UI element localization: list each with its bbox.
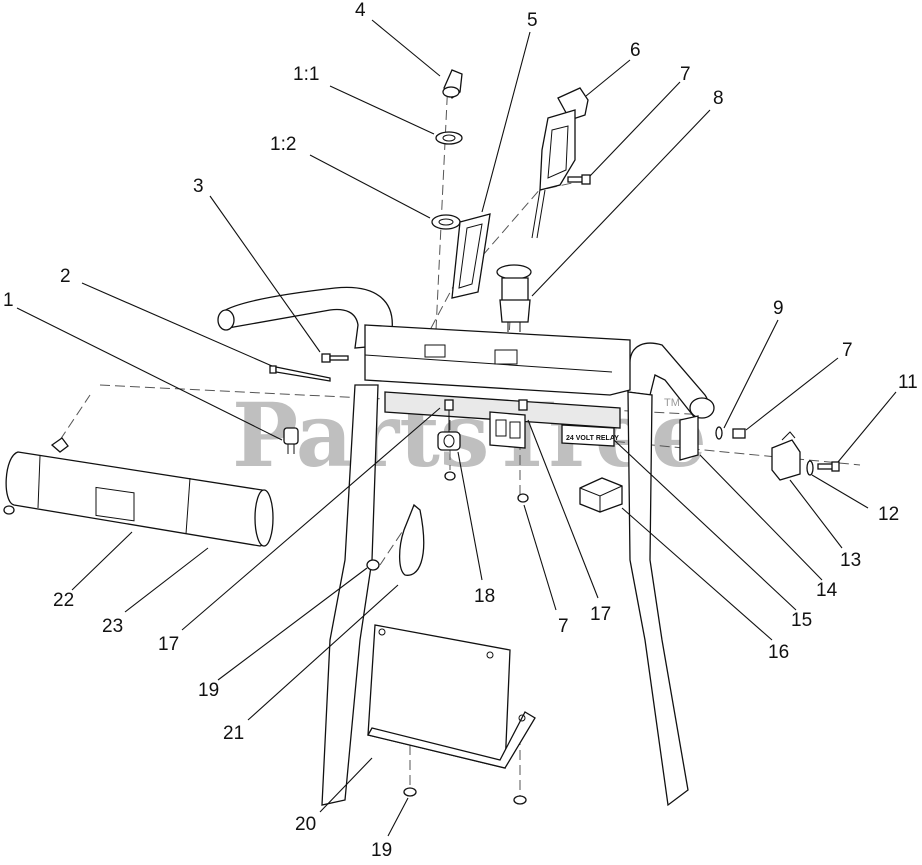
callout-9: 9 — [773, 298, 784, 319]
callout-19-mid: 19 — [198, 680, 219, 701]
part-muffler-tube — [3, 437, 274, 547]
part-screw-7-top — [567, 174, 591, 185]
callout-7-right: 7 — [842, 340, 853, 361]
part-bolt-7-right — [732, 428, 746, 439]
callout-1-1: 1:1 — [293, 64, 319, 85]
part-washer-1-1 — [435, 131, 463, 145]
callout-20: 20 — [295, 814, 316, 835]
callout-14: 14 — [816, 580, 838, 601]
part-bracket-13 — [771, 431, 801, 481]
callout-18: 18 — [474, 586, 495, 607]
callout-5: 5 — [527, 10, 538, 31]
callout-7-lower: 7 — [558, 616, 569, 637]
callout-15: 15 — [791, 610, 812, 631]
callout-7-top: 7 — [680, 64, 691, 85]
part-relay-plate: 24 VOLT RELAY — [561, 424, 619, 447]
leader-lines — [16, 19, 897, 837]
relay-label: 24 VOLT RELAY — [566, 435, 619, 442]
callout-17-right: 17 — [590, 604, 611, 625]
part-bolt-11 — [817, 461, 840, 472]
part-relay-16 — [579, 477, 623, 513]
callout-22: 22 — [53, 590, 74, 611]
part-clamp-18 — [437, 399, 461, 481]
callout-11: 11 — [898, 372, 918, 393]
callout-8: 8 — [713, 88, 724, 109]
part-switch — [496, 264, 532, 332]
callout-16: 16 — [768, 642, 789, 663]
callout-4: 4 — [355, 0, 366, 21]
callout-6: 6 — [630, 40, 641, 61]
part-pin-2 — [269, 365, 331, 382]
part-plate-14 — [679, 415, 699, 461]
handle-frame — [217, 286, 715, 807]
callout-21: 21 — [223, 723, 244, 744]
callout-3: 3 — [193, 176, 204, 197]
part-washer-9 — [715, 426, 723, 440]
part-washer-12 — [806, 460, 814, 476]
callout-13: 13 — [840, 550, 861, 571]
part-strap-21 — [398, 503, 425, 576]
part-screw-19-bottom — [403, 787, 417, 797]
callout-labels: 4 5 6 7 8 1:1 1:2 3 2 1 9 7 11 12 13 14 … — [3, 0, 918, 861]
part-bezel — [451, 213, 491, 299]
callout-19-bottom: 19 — [371, 840, 392, 861]
part-throttle-lever — [531, 87, 589, 239]
callout-17-left: 17 — [158, 634, 179, 655]
callout-12: 12 — [878, 504, 899, 525]
part-bolt-3 — [321, 353, 349, 363]
watermark-tm: TM — [664, 397, 680, 409]
part-shield-20 — [367, 624, 536, 769]
part-nut-19 — [366, 559, 380, 571]
callout-23: 23 — [102, 616, 123, 637]
part-sensor-1 — [283, 427, 299, 454]
callout-2: 2 — [60, 266, 71, 287]
callout-1-2: 1:2 — [270, 134, 296, 155]
part-screw-19-bottom-right — [513, 795, 527, 805]
part-bracket-17 — [489, 399, 529, 503]
part-washer-1-2 — [431, 214, 461, 230]
callout-1: 1 — [3, 290, 14, 311]
part-key — [442, 69, 463, 99]
